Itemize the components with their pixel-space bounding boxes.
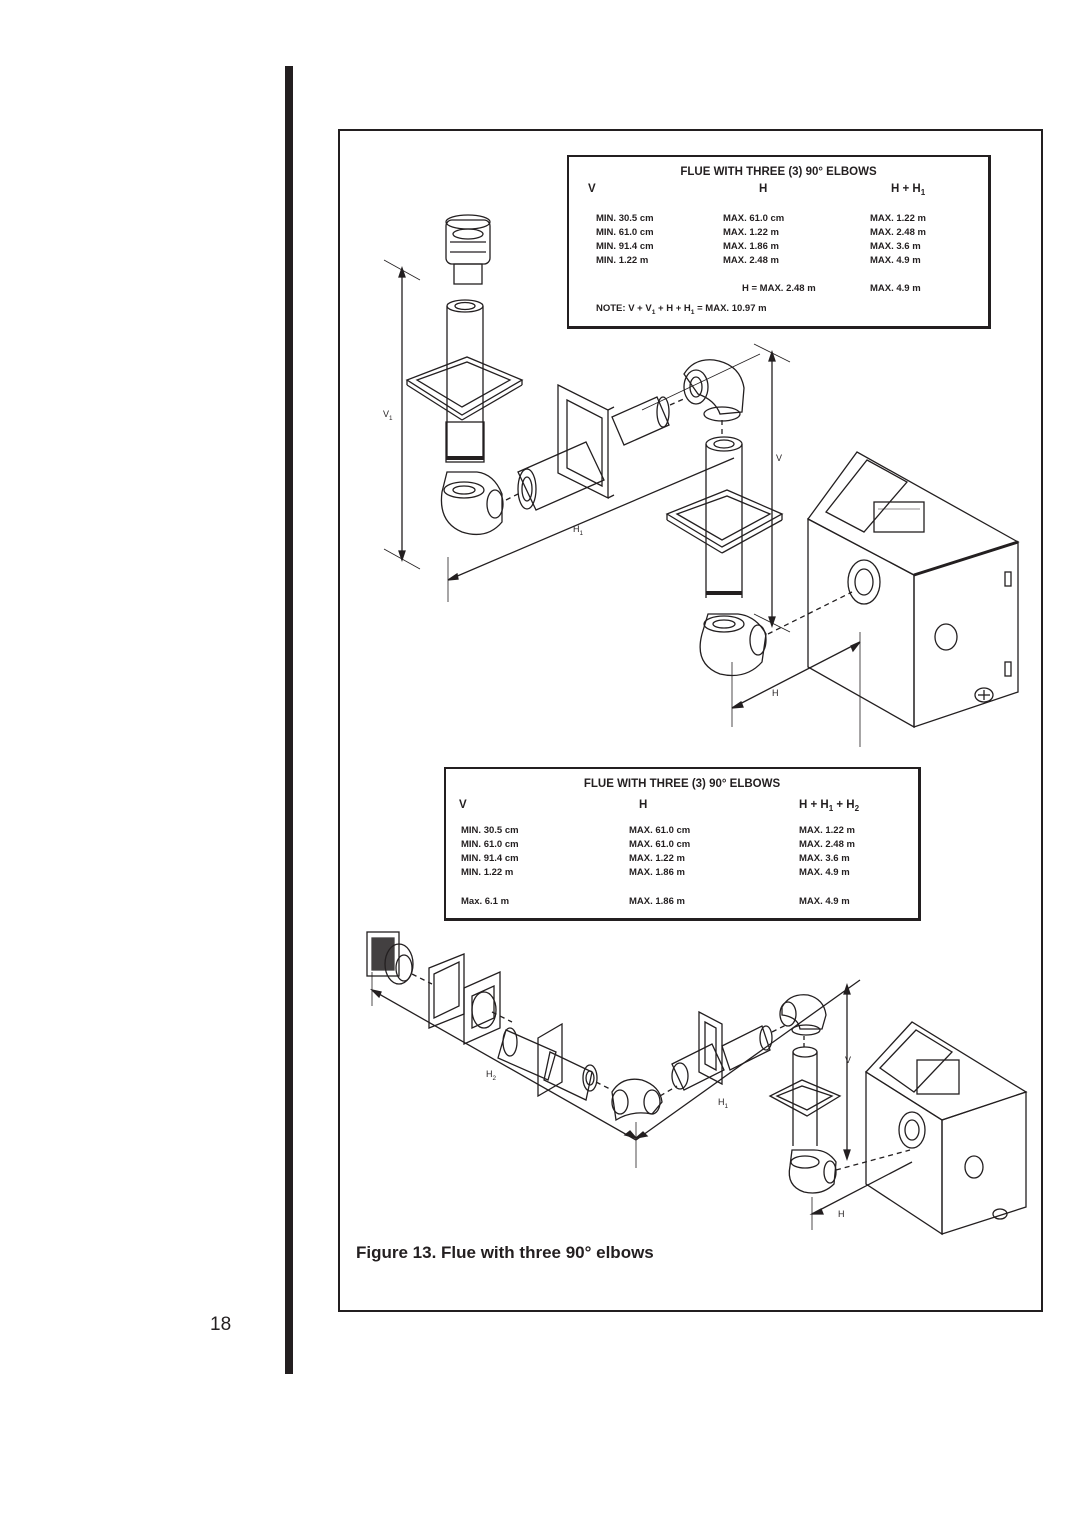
figure-frame: FLUE WITH THREE (3) 90° ELBOWS V H H + H… [338, 129, 1043, 1312]
top-row3-v: MIN. 91.4 cm [596, 241, 654, 252]
top-summary-h: H = MAX. 2.48 m [742, 283, 816, 294]
binding-rule [285, 66, 293, 1374]
dimension-label-v: V [776, 453, 783, 463]
bottom-summary-v: Max. 6.1 m [461, 896, 510, 907]
top-row2-v: MIN. 61.0 cm [596, 227, 654, 238]
bottom-row1-total: MAX. 1.22 m [799, 825, 855, 836]
column-header-v: V [459, 799, 467, 811]
bottom-row2-total: MAX. 2.48 m [799, 839, 855, 850]
top-table-note: NOTE: V + V1 + H + H1 = MAX. 10.97 m [596, 303, 767, 316]
top-row1-v: MIN. 30.5 cm [596, 213, 654, 224]
bottom-row3-total: MAX. 3.6 m [799, 853, 850, 864]
dimension-label-h1: H1 [573, 524, 584, 537]
top-row4-total: MAX. 4.9 m [870, 255, 921, 266]
figure-caption: Figure 13. Flue with three 90° elbows [356, 1243, 654, 1262]
bottom-row3-h: MAX. 1.22 m [629, 853, 685, 864]
bottom-row2-v: MIN. 61.0 cm [461, 839, 519, 850]
bottom-summary-total: MAX. 4.9 m [799, 896, 850, 907]
top-row1-h: MAX. 61.0 cm [723, 213, 785, 224]
top-summary-total: MAX. 4.9 m [870, 283, 921, 294]
spec-table-bottom-title: FLUE WITH THREE (3) 90° ELBOWS [583, 778, 781, 790]
spec-table-bottom: FLUE WITH THREE (3) 90° ELBOWS V H H + H… [444, 767, 921, 921]
top-row2-h: MAX. 1.22 m [723, 227, 779, 238]
dimension-label-h-bottom: H [838, 1209, 845, 1219]
top-row1-total: MAX. 1.22 m [870, 213, 926, 224]
top-row3-total: MAX. 3.6 m [870, 241, 921, 252]
column-header-h: H [759, 183, 768, 195]
top-row3-h: MAX. 1.86 m [723, 241, 779, 252]
bottom-row1-h: MAX. 61.0 cm [629, 825, 691, 836]
top-row4-v: MIN. 1.22 m [596, 255, 649, 266]
top-row2-total: MAX. 2.48 m [870, 227, 926, 238]
dimension-label-v-bottom: V [845, 1055, 852, 1065]
bottom-row3-v: MIN. 91.4 cm [461, 853, 519, 864]
column-header-h-plus-h1-h2: H + H1 + H2 [799, 799, 860, 813]
dimension-label-h: H [772, 688, 779, 698]
flue-installation-drawing [366, 214, 1028, 1236]
bottom-row4-total: MAX. 4.9 m [799, 867, 850, 878]
dimension-label-h1-bottom: H1 [718, 1097, 729, 1110]
column-header-h-plus-h1: H + H1 [891, 183, 926, 197]
top-row4-h: MAX. 2.48 m [723, 255, 779, 266]
bottom-row4-v: MIN. 1.22 m [461, 867, 514, 878]
spec-table-top-title: FLUE WITH THREE (3) 90° ELBOWS [680, 166, 877, 178]
bottom-row1-v: MIN. 30.5 cm [461, 825, 519, 836]
bottom-row4-h: MAX. 1.86 m [629, 867, 685, 878]
page-number: 18 [210, 1314, 232, 1335]
spec-table-top: FLUE WITH THREE (3) 90° ELBOWS V H H + H… [567, 155, 991, 329]
bottom-row2-h: MAX. 61.0 cm [629, 839, 691, 850]
column-header-h: H [639, 799, 648, 811]
bottom-summary-h: MAX. 1.86 m [629, 896, 685, 907]
dimension-label-v1: V1 [383, 409, 393, 422]
dimension-label-h2-bottom: H2 [486, 1069, 497, 1082]
column-header-v: V [588, 183, 596, 195]
